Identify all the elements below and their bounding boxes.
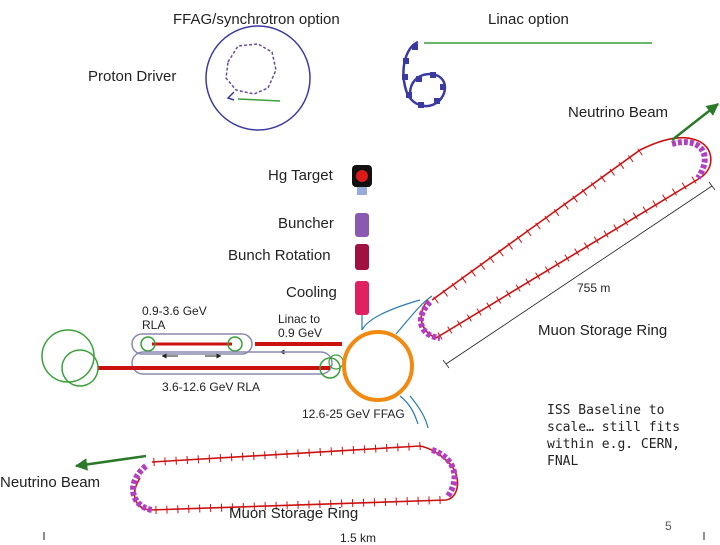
bunch-rotation-label: Bunch Rotation: [228, 248, 331, 263]
rla-low-label: 0.9-3.6 GeV RLA: [142, 304, 214, 332]
ffag-option-title: FFAG/synchrotron option: [173, 12, 340, 27]
muon-ring-lower-label: Muon Storage Ring: [229, 506, 358, 521]
proton-driver-label: Proton Driver: [88, 69, 176, 84]
iss-baseline-note: ISS Baseline to scale… still fits within…: [547, 402, 717, 470]
muon-ring-upper-label: Muon Storage Ring: [538, 323, 667, 338]
cooling-label: Cooling: [286, 285, 337, 300]
muon-storage-ring-lower: [76, 442, 458, 514]
ffag-high-label: 12.6-25 GeV FFAG: [302, 408, 405, 420]
rla-high-label: 3.6-12.6 GeV RLA: [162, 381, 260, 393]
front-end-column: [352, 165, 372, 330]
neutrino-beam-top-label: Neutrino Beam: [568, 105, 668, 120]
page-number: 5: [665, 520, 672, 532]
neutrino-beam-bottom-label: Neutrino Beam: [0, 475, 100, 490]
hg-target-label: Hg Target: [268, 168, 333, 183]
linac-option: [402, 42, 652, 108]
buncher-label: Buncher: [278, 216, 334, 231]
ffag-synchrotron-option: [206, 26, 310, 130]
linac-option-title: Linac option: [488, 12, 569, 27]
scale-label: 1.5 km: [340, 532, 376, 544]
linac-to-label: Linac to 0.9 GeV: [278, 312, 330, 340]
distance-label: 755 m: [577, 282, 610, 294]
